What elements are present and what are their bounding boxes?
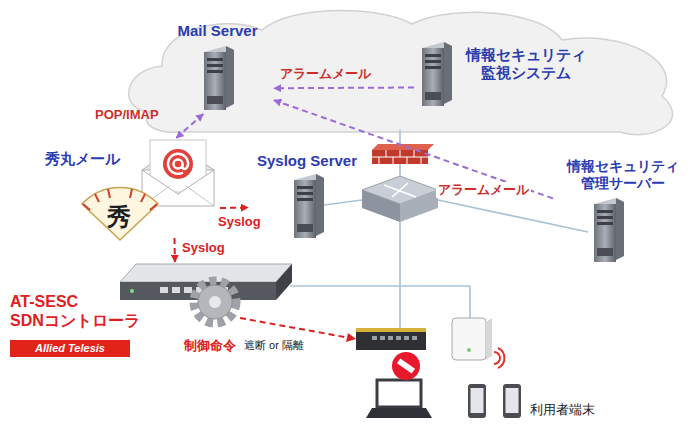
mail-client-box: 秀丸メール [45, 138, 220, 238]
envelope-icon [142, 140, 214, 206]
edge-label: アラームメール [280, 66, 371, 82]
blocked-sign [392, 352, 420, 380]
manager-server-label: 情報セキュリティ 管理サーバー [553, 158, 693, 192]
fan-icon [82, 187, 158, 240]
syslog-server-box: Syslog Server [248, 150, 370, 240]
laptop-icon [366, 380, 432, 418]
edge-label: Syslog [218, 214, 261, 230]
sdn-controller-label: AT-SESC SDNコントローラ [10, 292, 150, 330]
message-arrow [274, 100, 553, 198]
edge-label: Syslog [182, 240, 225, 256]
edge-label: POP/IMAP [95, 107, 159, 123]
message-arrow [220, 207, 248, 209]
control-action-label: 遮断 or 隔離 [244, 339, 304, 352]
monitor-server-icon [422, 42, 452, 106]
core-switch-icon [362, 176, 438, 222]
control-arrowhead [346, 333, 356, 342]
monitor-system-label: 情報セキュリティ 監視システム [458, 46, 594, 82]
mail-server-icon [204, 46, 234, 110]
fan-character: 秀 [107, 203, 131, 232]
smartphone-icons [468, 384, 521, 418]
edge-label: アラームメール [436, 182, 531, 198]
sdn-controller-box: AT-SESC SDNコントローラ [5, 262, 295, 334]
message-arrow [274, 87, 414, 90]
monitor-system-box: 情報セキュリティ 監視システム [414, 38, 596, 113]
manager-server-icon [594, 198, 624, 262]
mail-server-box: Mail Server [165, 22, 274, 114]
syslog-server-icon [294, 174, 324, 238]
mail-client-label: 秀丸メール [45, 150, 137, 168]
terminal-label: 利用者端末 [530, 402, 595, 418]
vendor-logo: Allied Telesis [10, 340, 130, 357]
gear-icon [194, 281, 236, 323]
mail-server-label: Mail Server [165, 22, 270, 40]
control-label: 制御命令 [184, 338, 236, 354]
edge-switch-icon [356, 328, 426, 350]
access-point-icon [452, 318, 504, 368]
cloud [129, 10, 673, 134]
message-arrow [176, 114, 203, 138]
syslog-server-label: Syslog Server [248, 152, 366, 170]
message-arrow [174, 238, 176, 262]
control-arrow [240, 318, 350, 338]
manager-server-box: 情報セキュリティ 管理サーバー [553, 156, 697, 262]
